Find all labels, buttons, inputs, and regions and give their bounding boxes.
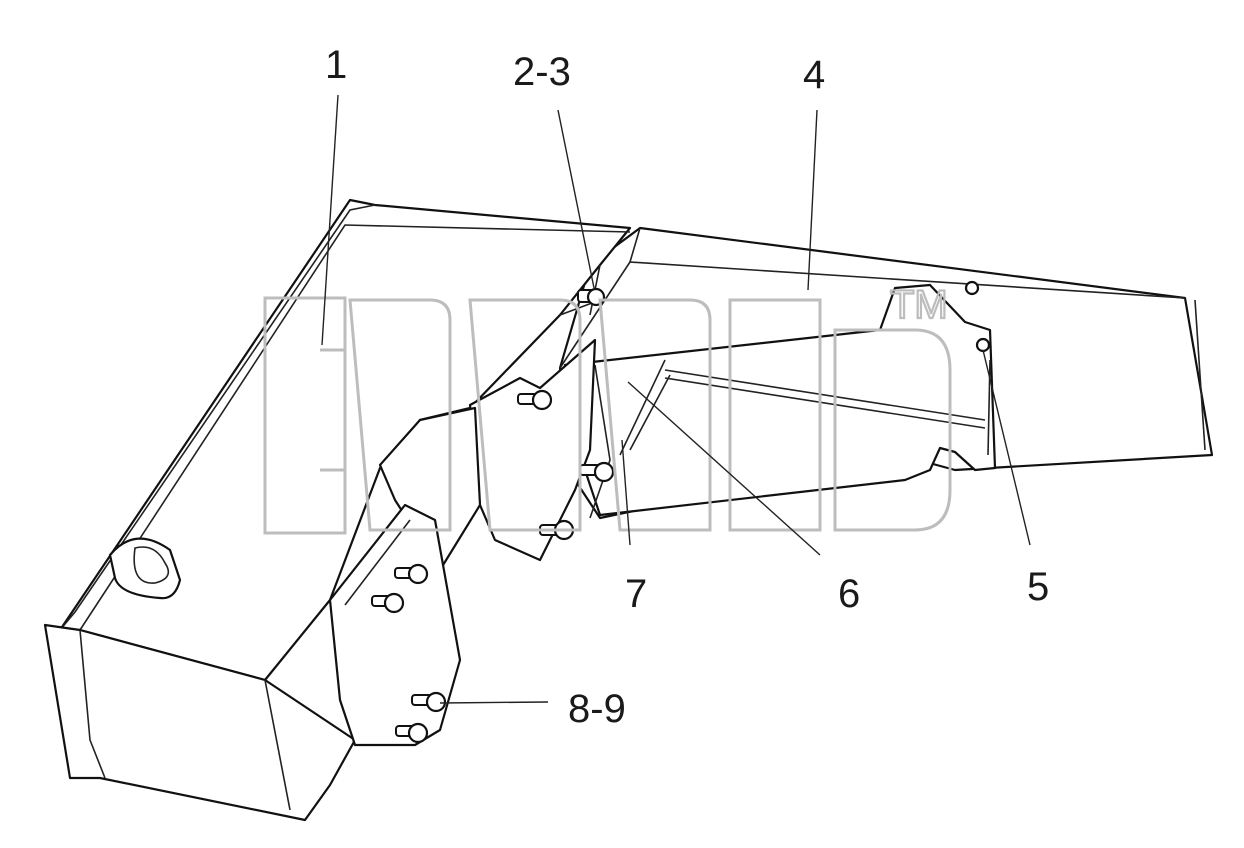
- callout-5: 5: [1027, 565, 1049, 609]
- screw-head-icon: [975, 337, 991, 353]
- lower-flange: [328, 503, 462, 747]
- callout-2-3: 2-3: [513, 50, 571, 94]
- callout-6: 6: [838, 572, 860, 616]
- watermark-trademark: TM: [890, 283, 948, 327]
- watermark-logo: TM: [263, 282, 952, 535]
- screw-head-icon: [964, 280, 980, 296]
- part-6-inner-rod: [664, 369, 986, 429]
- callout-7: 7: [625, 572, 647, 616]
- callout-1: 1: [325, 43, 347, 87]
- middle-flange: [378, 264, 601, 572]
- callout-4: 4: [803, 53, 825, 97]
- bolt-icon: [517, 389, 553, 411]
- bolt-icon: [411, 691, 447, 713]
- leader-lines: [321, 94, 1031, 704]
- part-7-gasket: [589, 359, 671, 519]
- callout-8-9: 8-9: [568, 687, 626, 731]
- bolt-icon: [371, 592, 405, 614]
- callout-labels: 1 2-3 4 5 6 7 8-9: [325, 43, 1049, 731]
- bolt-icon: [395, 722, 429, 744]
- bolt-icon: [394, 563, 429, 585]
- bolts: [371, 287, 615, 744]
